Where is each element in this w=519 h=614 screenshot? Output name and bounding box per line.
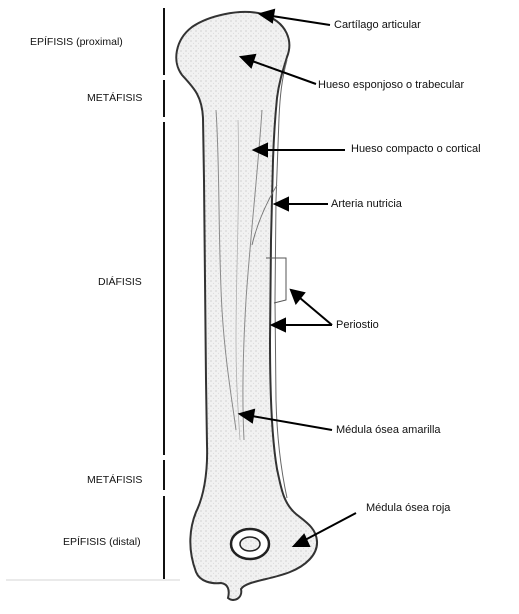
label-diafisis: DIÁFISIS bbox=[98, 276, 142, 289]
label-arteria-nutricia: Arteria nutricia bbox=[331, 198, 402, 211]
red-marrow-inner bbox=[240, 537, 260, 551]
label-periostio: Periostio bbox=[336, 319, 379, 332]
label-hueso-esponjoso: Hueso esponjoso o trabecular bbox=[318, 79, 464, 92]
label-epifisis-proximal: EPÍFISIS (proximal) bbox=[30, 36, 123, 49]
label-cartilago-articular: Cartílago articular bbox=[334, 19, 421, 32]
arrow-compacto bbox=[254, 144, 345, 156]
arrow-arteria bbox=[275, 198, 328, 210]
periosteum-edge bbox=[275, 60, 287, 498]
label-medula-roja: Médula ósea roja bbox=[366, 502, 450, 515]
bone-shape bbox=[176, 12, 317, 600]
label-metafisis-top: METÁFISIS bbox=[87, 92, 142, 105]
label-medula-amarilla: Médula ósea amarilla bbox=[336, 424, 441, 437]
bone-outline bbox=[176, 12, 317, 600]
arrow-periostio-lower bbox=[272, 319, 332, 331]
label-epifisis-distal: EPÍFISIS (distal) bbox=[63, 536, 141, 549]
label-hueso-compacto: Hueso compacto o cortical bbox=[351, 143, 481, 156]
label-metafisis-bottom: METÁFISIS bbox=[87, 474, 142, 487]
arrow-periostio-upper bbox=[291, 290, 332, 325]
